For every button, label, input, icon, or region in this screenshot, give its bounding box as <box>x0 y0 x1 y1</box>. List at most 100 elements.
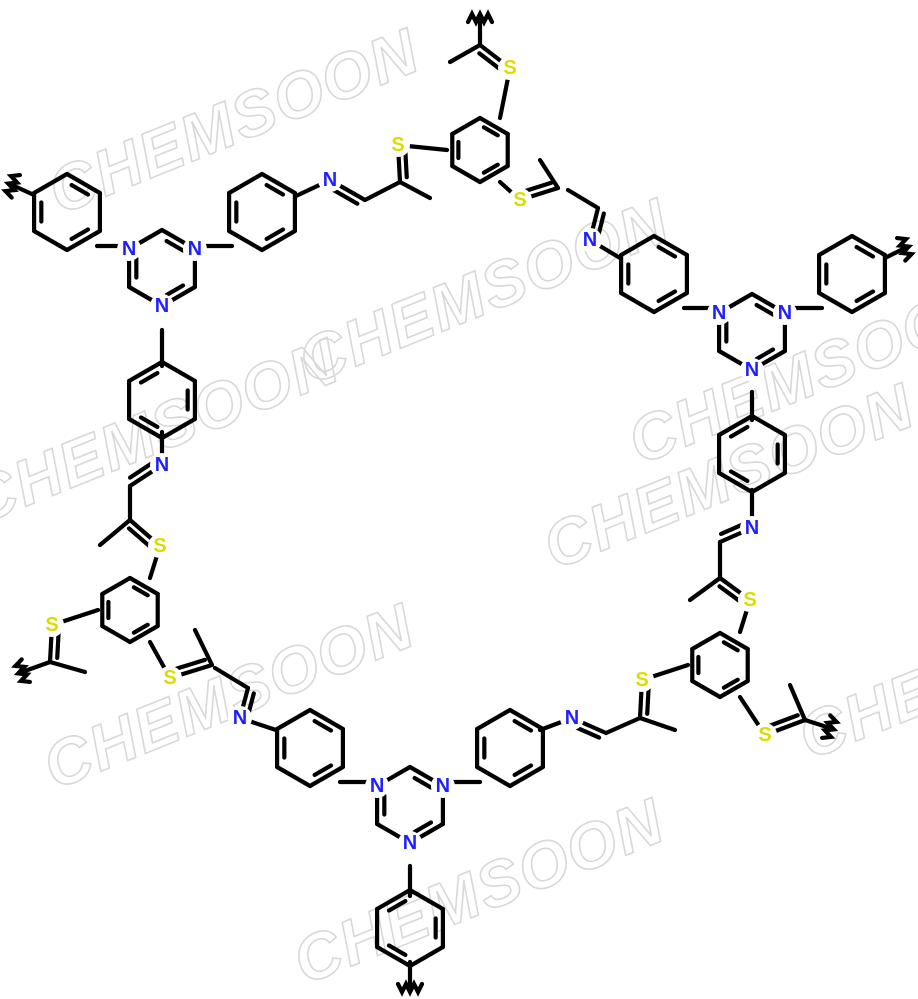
benzene-bond <box>126 416 165 441</box>
benzene-bond <box>159 359 198 384</box>
benzene-bond <box>690 630 723 652</box>
benzene-double-bond <box>728 469 750 484</box>
nitrogen-atom-label: N <box>370 775 384 797</box>
nitrogen-atom-bg <box>772 301 797 325</box>
nitrogen-atom-bg <box>117 237 142 261</box>
benzene-bond <box>100 575 133 597</box>
nitrogen-atom-bg <box>318 168 342 192</box>
benzene-bond <box>651 233 690 258</box>
benzene-bond <box>127 623 160 645</box>
watermark-layer: CHEMSOONCHEMSOONCHEMSOONCHEMSOONCHEMSOON… <box>0 13 918 999</box>
terminal-bond <box>802 717 833 731</box>
sulfur-atom-label: S <box>758 724 771 746</box>
benzene-double-bond <box>656 289 678 304</box>
imine-thiophene-bond <box>212 665 251 691</box>
wavy-bond-icon <box>895 236 916 263</box>
sulfur-atom-label: S <box>743 589 756 611</box>
benzene-double-bond <box>481 125 500 138</box>
benzene-bond <box>307 764 346 789</box>
benzene-bond <box>507 707 546 732</box>
thiophene-bond <box>97 517 133 548</box>
benzene-bond <box>127 575 160 597</box>
wavy-bond-icon <box>820 713 841 740</box>
benzene-double-bond <box>131 622 150 635</box>
benzene-bond <box>259 171 298 196</box>
benzene-double-bond <box>721 640 740 653</box>
benzene-bond <box>274 707 313 732</box>
nitrogen-atom-bg <box>398 831 422 855</box>
watermark-text: CHEMSOON <box>788 559 918 773</box>
benzene-double-bond <box>728 424 750 439</box>
benzene-double-bond <box>721 677 740 690</box>
triazine-double-bond <box>754 347 776 362</box>
triazine-double-bond <box>412 775 434 790</box>
benzene-bond <box>716 470 755 495</box>
sulfur-atom-label: S <box>45 614 58 636</box>
wavy-bond-icon <box>395 979 425 997</box>
thiophene-double-bond <box>170 657 207 672</box>
benzene-bond <box>474 764 513 789</box>
imine-thiophene-bond <box>603 715 643 736</box>
benzene-double-bond <box>312 718 334 733</box>
benzene-bond <box>307 707 346 732</box>
sulfur-atom-label: S <box>635 669 648 691</box>
triazine-double-bond <box>754 302 776 317</box>
benzene-double-bond <box>264 182 286 197</box>
thiophene-bond <box>637 715 678 733</box>
benzene-bond <box>690 678 723 700</box>
benzene-bond <box>474 707 513 732</box>
benzene-bond <box>749 413 788 438</box>
nitrogen-atom-bg <box>578 228 602 252</box>
terminal-bond <box>9 182 37 198</box>
terminal-bond <box>19 659 53 675</box>
nitrogen-atom-label: N <box>188 238 202 260</box>
benzene-bond <box>507 764 546 789</box>
nitrogen-atom-label: N <box>403 832 417 854</box>
benzene-double-bond <box>512 718 534 733</box>
watermark-text: CHEMSOON <box>283 784 674 998</box>
nitrogen-atom-label: N <box>745 517 759 539</box>
benzene-double-bond <box>854 244 876 259</box>
benzene-bond <box>100 623 133 645</box>
benzene-bond <box>816 233 855 258</box>
sulfur-atom-label: S <box>391 134 404 156</box>
benzene-bond <box>849 290 888 315</box>
benzene-bond <box>450 163 483 185</box>
benzene-bond <box>749 470 788 495</box>
sulfur-atom-bg <box>498 56 522 80</box>
wavy-bond-icon <box>1 173 22 200</box>
benzene-double-bond <box>69 227 91 242</box>
benzene-bond <box>618 290 657 315</box>
benzene-bond <box>816 290 855 315</box>
benzene-double-bond <box>312 763 334 778</box>
nitrogen-atom-bg <box>430 774 455 798</box>
triazine-double-bond <box>164 283 186 298</box>
sulfur-atom-label: S <box>503 57 516 79</box>
bond-layer <box>1 9 916 997</box>
benzene-bond <box>618 233 657 258</box>
thiophene-bond <box>687 575 723 603</box>
nitrogen-atom-bg <box>560 706 584 730</box>
nitrogen-atom-bg <box>707 301 732 325</box>
thiophene-double-bond <box>765 713 800 729</box>
benzene-bond <box>226 171 265 196</box>
triazine-double-bond <box>164 238 186 253</box>
sulfur-atom-bg <box>148 534 172 558</box>
nitrogen-atom-bg <box>365 774 390 798</box>
benzene-double-bond <box>138 370 160 385</box>
imine-thiophene-bond <box>565 187 601 211</box>
benzene-double-bond <box>386 898 408 913</box>
benzene-bond <box>450 115 483 137</box>
imine-thiophene-bond <box>362 179 403 203</box>
sulfur-atom-label: S <box>513 189 526 211</box>
thiophene-bond <box>787 682 808 723</box>
thiophene-bond <box>192 627 215 668</box>
nitrogen-atom-label: N <box>712 302 726 324</box>
benzene-bond <box>31 228 70 253</box>
benzene-double-bond <box>264 227 286 242</box>
benzene-bond <box>226 228 265 253</box>
sulfur-atom-bg <box>158 666 182 690</box>
